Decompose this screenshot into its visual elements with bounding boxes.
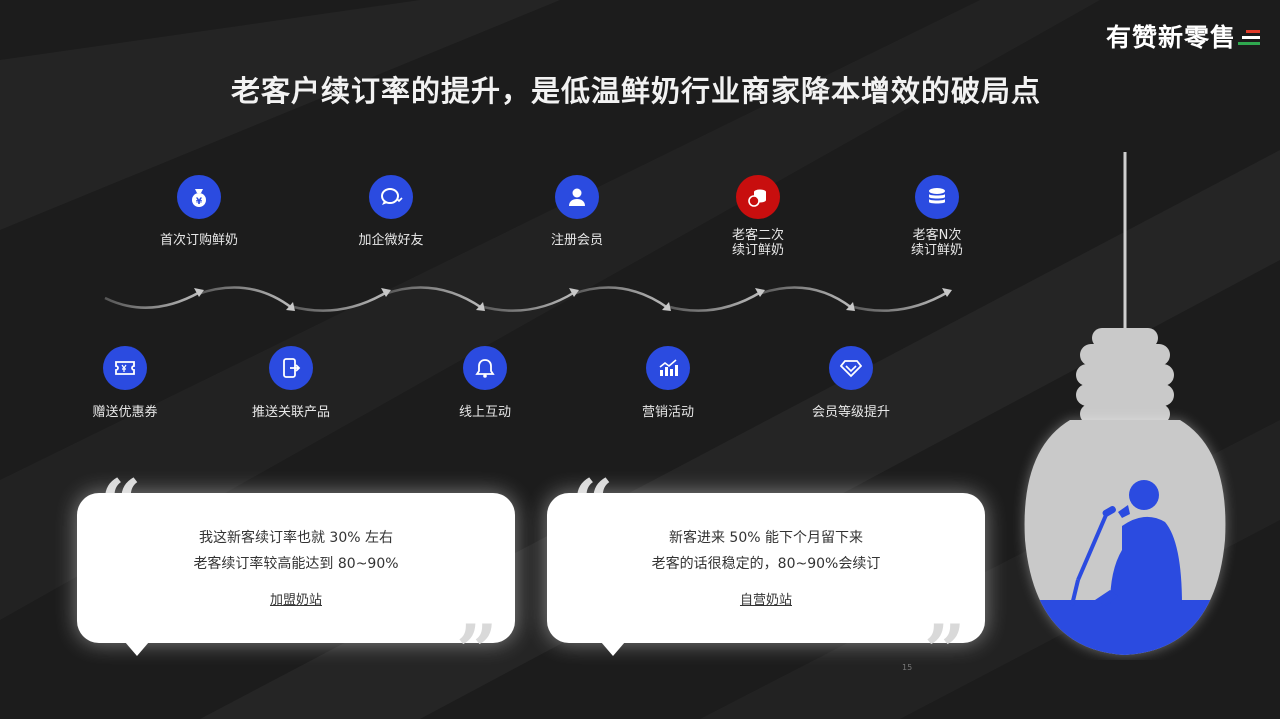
close-quote-icon: ” (924, 608, 966, 693)
step-label: 赠送优惠券 (92, 405, 158, 420)
bubble-tail (601, 642, 625, 656)
lightbulb-speaker-illustration (1024, 152, 1226, 655)
step-n-renewal: 老客N次 续订鲜奶 (867, 175, 1007, 258)
coupon-icon (103, 346, 147, 390)
step-label: 老客N次 续订鲜奶 (910, 228, 963, 258)
step-label: 营销活动 (641, 405, 694, 420)
step-online-interaction: 线上互动 (415, 346, 555, 420)
quote-card-franchise: 我这新客续订率也就 30% 左右 老客续订率较高能达到 80~90% 加盟奶站 (77, 493, 515, 656)
chat-bubble-icon (369, 175, 413, 219)
step-label: 注册会员 (550, 233, 603, 248)
brand-logo: 有赞新零售 (1105, 23, 1236, 52)
page-number: 15 (902, 663, 913, 672)
step-label: 加企微好友 (358, 233, 424, 248)
quote-source: 自营奶站 (739, 593, 792, 608)
step-label: 老客二次 续订鲜奶 (731, 228, 784, 258)
step-label: 首次订购鲜奶 (159, 233, 238, 248)
step-marketing: 营销活动 (598, 346, 738, 420)
step-member-upgrade: 会员等级提升 (781, 346, 921, 420)
quote-source: 加盟奶站 (269, 593, 322, 608)
money-bag-icon: ¥ (177, 175, 221, 219)
coins-icon (736, 175, 780, 219)
coin-stack-icon (915, 175, 959, 219)
quote-line: 新客进来 50% 能下个月留下来 (668, 530, 864, 546)
chart-icon (646, 346, 690, 390)
bubble-tail (125, 642, 149, 656)
phone-push-icon (269, 346, 313, 390)
step-second-renewal: 老客二次 续订鲜奶 (688, 175, 828, 258)
step-label: 线上互动 (458, 405, 511, 420)
quote-line: 老客续订率较高能达到 80~90% (193, 556, 399, 572)
bell-icon (463, 346, 507, 390)
flow-arrows (104, 286, 952, 312)
close-quote-icon: ” (456, 608, 498, 693)
step-label: 会员等级提升 (811, 405, 890, 420)
member-icon (555, 175, 599, 219)
step-register-member: 注册会员 (507, 175, 647, 248)
step-label: 推送关联产品 (251, 405, 330, 420)
step-coupon: 赠送优惠券 (55, 346, 195, 420)
quote-card-self-operated: 新客进来 50% 能下个月留下来 老客的话很稳定的，80~90%会续订 自营奶站 (547, 493, 985, 656)
diamond-icon (829, 346, 873, 390)
svg-text:¥: ¥ (196, 197, 203, 207)
step-push-products: 推送关联产品 (221, 346, 361, 420)
page-title: 老客户续订率的提升，是低温鲜奶行业商家降本增效的破局点 (230, 74, 1041, 108)
step-first-order: ¥ 首次订购鲜奶 (129, 175, 269, 248)
quote-line: 我这新客续订率也就 30% 左右 (198, 530, 394, 546)
quote-line: 老客的话很稳定的，80~90%会续订 (651, 556, 881, 572)
logo-bars (1238, 30, 1260, 46)
step-add-wechat: 加企微好友 (321, 175, 461, 248)
